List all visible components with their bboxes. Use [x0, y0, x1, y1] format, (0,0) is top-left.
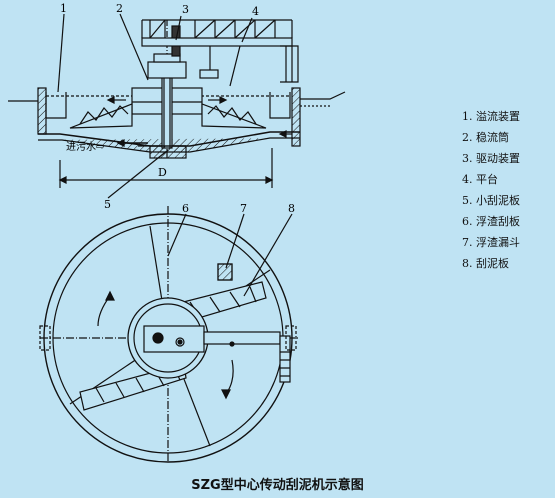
scraper-truss-left: [69, 103, 133, 129]
tank-outer-wall: [43, 213, 293, 463]
callout-3: 3: [182, 3, 189, 16]
callout-2: 2: [116, 2, 123, 15]
elevation-view: [8, 13, 346, 199]
callout-8: 8: [288, 202, 295, 215]
dimension-d-label: D: [158, 166, 167, 179]
drive-unit: [147, 61, 187, 79]
legend: 1. 溢流装置 2. 稳流筒 3. 驱动装置 4. 平台 5. 小刮泥板 6. …: [462, 106, 520, 274]
legend-item: 4. 平台: [462, 173, 498, 186]
launder-right: [285, 325, 297, 351]
callout-1: 1: [60, 2, 67, 15]
platform: [141, 19, 299, 87]
rotation-arrow-right: [225, 359, 234, 395]
inlet-label: 进污水⇨: [66, 141, 104, 153]
callout-5: 5: [104, 198, 111, 211]
legend-item: 1. 溢流装置: [462, 110, 520, 123]
callout-7: 7: [240, 202, 247, 215]
bridge-plan: [143, 325, 205, 353]
legend-item: 5. 小刮泥板: [462, 194, 520, 207]
scum-hopper: [217, 263, 233, 281]
legend-item: 8. 刮泥板: [462, 257, 509, 270]
tank-wall-left: [37, 87, 47, 135]
legend-item: 2. 稳流筒: [462, 131, 509, 144]
scraper-truss-right: [201, 103, 267, 129]
figure-caption: SZG型中心传动刮泥机示意图: [191, 478, 364, 493]
launder-left: [39, 325, 51, 351]
plan-view: [39, 206, 300, 463]
callout-4: 4: [252, 5, 259, 18]
legend-item: 3. 驱动装置: [462, 152, 520, 165]
legend-item: 6. 浮渣刮板: [462, 215, 520, 228]
tank-wall-right: [291, 87, 301, 147]
legend-item: 7. 浮渣漏斗: [462, 236, 520, 249]
callout-6: 6: [182, 202, 189, 215]
small-scraper: [149, 145, 187, 159]
